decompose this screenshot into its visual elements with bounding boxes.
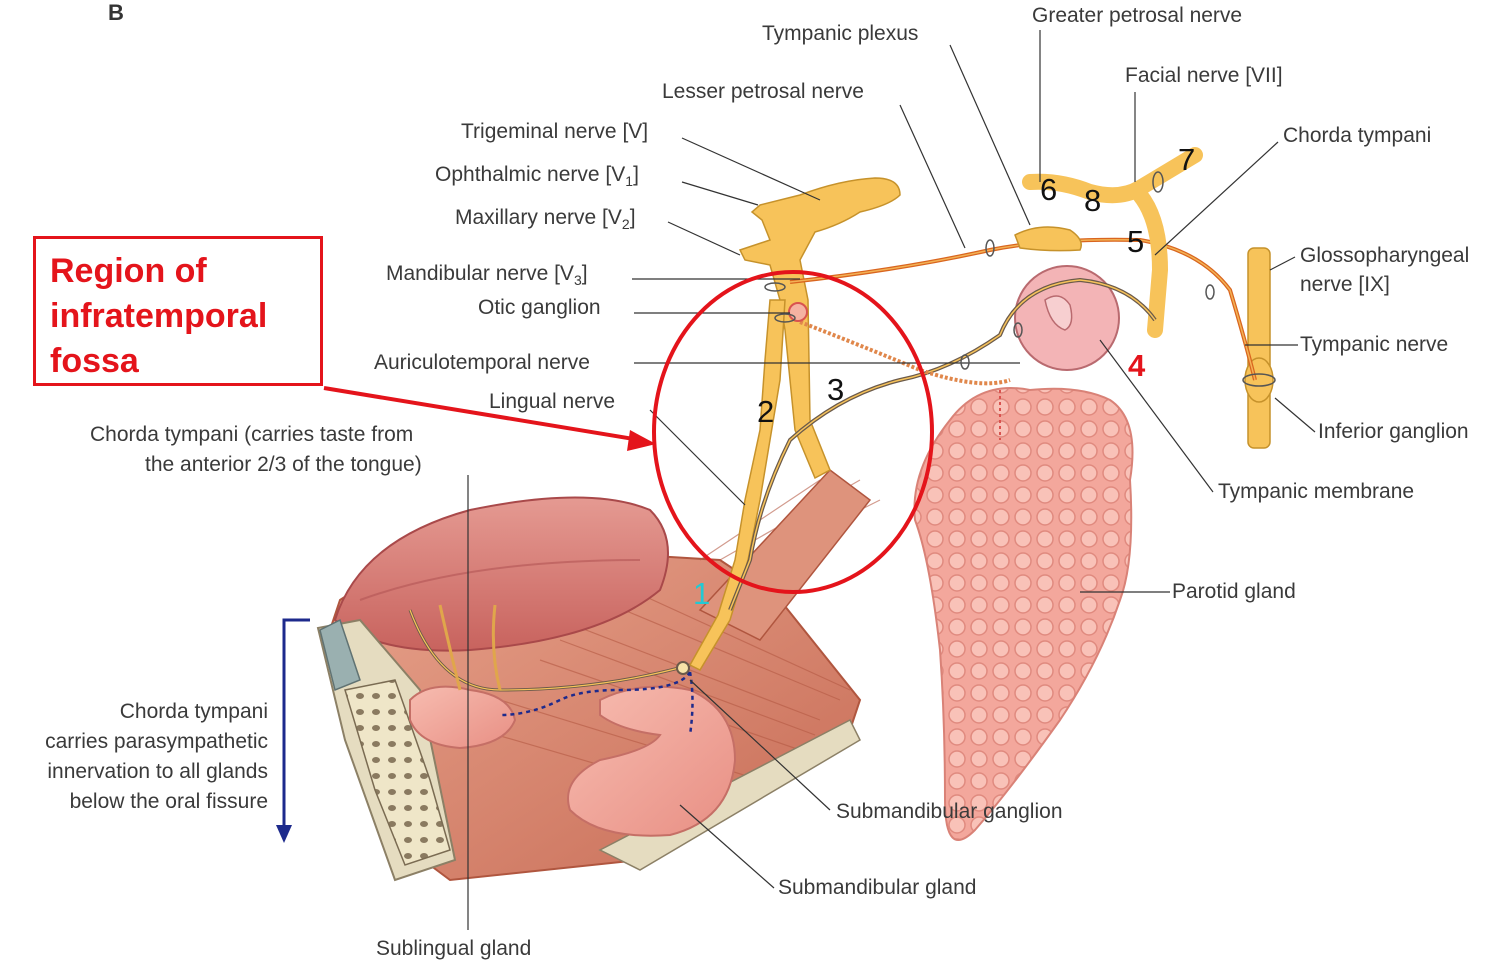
label-sublingual-gland: Sublingual gland [376, 937, 532, 960]
callout-text: Region of infratemporal fossa [50, 252, 268, 380]
salivary-glands-lower [409, 685, 737, 837]
marker-7: 7 [1178, 142, 1196, 177]
label-trigeminal-nerve: Trigeminal nerve [V] [461, 120, 649, 143]
marker-5: 5 [1127, 224, 1145, 259]
trigeminal-nerve-shape [688, 177, 901, 671]
label-mandibular-nerve: Mandibular nerve [V3] [386, 262, 588, 289]
label-maxillary-nerve: Maxillary nerve [V2] [455, 206, 636, 233]
marker-6: 6 [1040, 172, 1058, 207]
label-mandibular-main: Mandibular nerve [V [386, 262, 574, 285]
marker-4: 4 [1128, 348, 1146, 383]
label-lesser-petrosal-nerve: Lesser petrosal nerve [662, 80, 864, 103]
label-submandibular-ganglion: Submandibular ganglion [836, 800, 1063, 823]
label-tympanic-membrane: Tympanic membrane [1218, 480, 1415, 503]
tongue [333, 496, 669, 652]
leader-lines [467, 30, 1316, 930]
label-chorda-para-3: innervation to all glands [47, 760, 268, 783]
nerve-rings [764, 171, 1276, 387]
label-chorda-tympani-top: Chorda tympani [1283, 124, 1432, 147]
marker-8: 8 [1084, 183, 1102, 218]
label-ophthalmic-main: Ophthalmic nerve [V [435, 163, 626, 186]
label-chorda-para-2: carries parasympathetic [45, 730, 268, 753]
label-chorda-taste-1: Chorda tympani (carries taste from [90, 423, 414, 446]
label-maxillary-main: Maxillary nerve [V [455, 206, 622, 229]
descending-arrow [276, 618, 310, 843]
label-inferior-ganglion: Inferior ganglion [1318, 420, 1469, 443]
callout-box: Region of infratemporal fossa [33, 236, 323, 386]
marker-3: 3 [827, 372, 845, 407]
panel-letter: B [108, 0, 124, 25]
nerve-fibers [408, 147, 1257, 736]
label-ophthalmic-nerve: Ophthalmic nerve [V1] [435, 163, 639, 190]
label-otic-ganglion: Otic ganglion [478, 296, 601, 319]
label-maxillary-sub: 2 [621, 216, 630, 233]
label-chorda-para-4: below the oral fissure [69, 790, 268, 813]
glossopharyngeal-nerve-shape [1244, 247, 1274, 449]
label-lingual-nerve: Lingual nerve [489, 390, 616, 413]
highlight-overlay [323, 270, 934, 594]
parotid-gland-shape [913, 387, 1134, 841]
label-parotid-gland: Parotid gland [1172, 580, 1296, 603]
label-ophthalmic-sub: 1 [625, 173, 634, 190]
label-tympanic-plexus: Tympanic plexus [762, 22, 919, 45]
label-facial-nerve: Facial nerve [VII] [1125, 64, 1283, 87]
label-glossopharyngeal-1: Glossopharyngeal [1300, 244, 1470, 267]
label-chorda-para-1: Chorda tympani [119, 700, 268, 723]
label-mandibular-sub: 3 [573, 272, 582, 289]
label-submandibular-gland: Submandibular gland [778, 876, 977, 899]
label-glossopharyngeal-2: nerve [IX] [1300, 273, 1390, 296]
marker-2: 2 [757, 394, 775, 429]
label-greater-petrosal-nerve: Greater petrosal nerve [1032, 4, 1243, 27]
label-auriculotemporal-nerve: Auriculotemporal nerve [374, 351, 590, 374]
label-chorda-taste-2: the anterior 2/3 of the tongue) [145, 453, 422, 476]
label-tympanic-nerve: Tympanic nerve [1300, 333, 1449, 356]
marker-1: 1 [693, 576, 711, 611]
